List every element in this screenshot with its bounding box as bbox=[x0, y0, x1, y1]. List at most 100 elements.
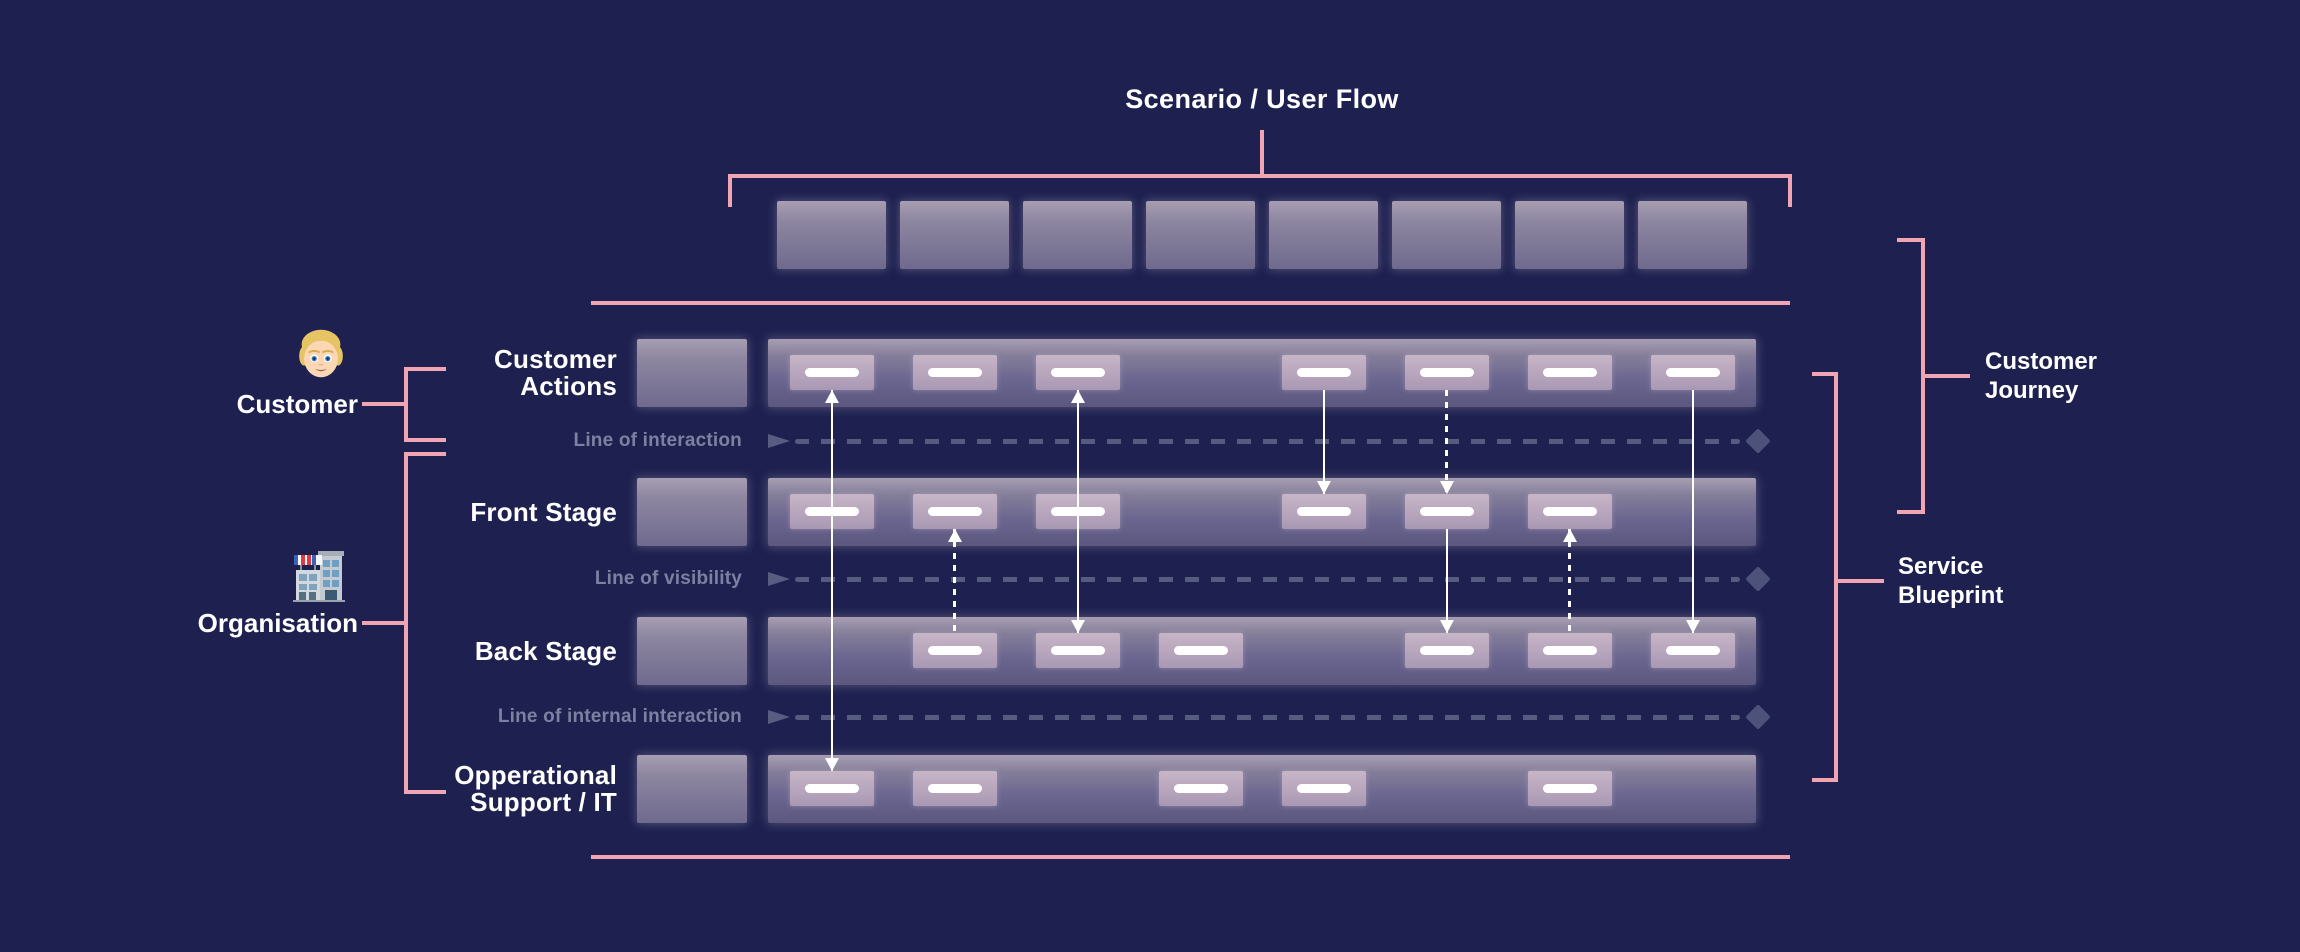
customer-journey-label: Customer Journey bbox=[1985, 348, 2098, 404]
customer-bracket-line bbox=[404, 367, 408, 442]
customer-bracket-bottom-tick bbox=[404, 438, 446, 442]
action-box bbox=[1405, 355, 1489, 390]
organisation-label-connector bbox=[362, 621, 408, 625]
line-of-interaction: Line of interaction bbox=[0, 428, 2300, 454]
connector-line bbox=[1568, 529, 1571, 633]
connector-arrowhead-up bbox=[1563, 529, 1577, 542]
dashed-line bbox=[795, 715, 1740, 720]
separator-label: Line of internal interaction bbox=[497, 706, 742, 727]
buildings-icon bbox=[288, 543, 352, 603]
user-flow-bracket-left-end bbox=[728, 174, 732, 207]
connector-line bbox=[953, 529, 956, 633]
flow-step-box bbox=[1023, 201, 1132, 269]
action-box bbox=[1528, 771, 1612, 806]
journey-bottom-line bbox=[591, 855, 1790, 859]
connector-arrowhead-down bbox=[1686, 620, 1700, 633]
action-box bbox=[1405, 633, 1489, 668]
box-text-placeholder bbox=[805, 784, 859, 793]
action-box bbox=[913, 633, 997, 668]
customer-journey-bracket-top-tick bbox=[1897, 238, 1925, 242]
line-of-visibility: Line of visibility bbox=[0, 566, 2300, 592]
play-arrow-icon bbox=[768, 434, 790, 448]
row-side-box bbox=[637, 339, 747, 407]
connector-line bbox=[1077, 390, 1079, 633]
action-box bbox=[790, 771, 874, 806]
action-box bbox=[1036, 633, 1120, 668]
action-box bbox=[1405, 494, 1489, 529]
flow-step-box bbox=[900, 201, 1009, 269]
customer-actor-label: Customer bbox=[236, 389, 358, 419]
dashed-line bbox=[795, 577, 1740, 582]
action-box bbox=[1282, 494, 1366, 529]
action-box bbox=[1282, 771, 1366, 806]
user-flow-bracket-right-end bbox=[1788, 174, 1792, 207]
connector-arrowhead-down bbox=[1317, 481, 1331, 494]
box-text-placeholder bbox=[928, 784, 982, 793]
action-box bbox=[1036, 355, 1120, 390]
connector-arrowhead-up bbox=[1071, 390, 1085, 403]
customer-bracket-top-tick bbox=[404, 367, 446, 371]
play-arrow-icon bbox=[768, 710, 790, 724]
row-operational-support: Opperational Support / IT bbox=[0, 755, 2300, 823]
flow-step-box bbox=[777, 201, 886, 269]
play-arrow-icon bbox=[768, 572, 790, 586]
blond-person-icon bbox=[290, 323, 352, 385]
row-back-stage: Back Stage bbox=[0, 617, 2300, 685]
connector-line bbox=[1446, 529, 1448, 633]
line-of-internal-interaction: Line of internal interaction bbox=[0, 704, 2300, 730]
connector-arrowhead-down bbox=[1071, 620, 1085, 633]
row-label-operational-support: Opperational Support / IT bbox=[454, 760, 617, 817]
separator-label: Line of interaction bbox=[573, 430, 742, 451]
service-blueprint-bracket-line bbox=[1834, 372, 1838, 782]
connector-arrowhead-up bbox=[948, 529, 962, 542]
row-band bbox=[768, 755, 1756, 823]
action-box bbox=[1528, 355, 1612, 390]
service-blueprint-label: Service Blueprint bbox=[1898, 553, 2004, 609]
row-label-customer-actions: Customer Actions bbox=[494, 344, 617, 401]
action-box bbox=[1159, 771, 1243, 806]
customer-journey-bracket-bottom-tick bbox=[1897, 510, 1925, 514]
separator-label: Line of visibility bbox=[594, 568, 742, 589]
box-text-placeholder bbox=[1543, 368, 1597, 377]
box-text-placeholder bbox=[1297, 784, 1351, 793]
box-text-placeholder bbox=[1543, 507, 1597, 516]
service-blueprint-bracket-bottom-tick bbox=[1812, 778, 1838, 782]
action-box bbox=[790, 355, 874, 390]
box-text-placeholder bbox=[1420, 368, 1474, 377]
action-box bbox=[913, 355, 997, 390]
row-side-box bbox=[637, 478, 747, 546]
box-text-placeholder bbox=[1420, 507, 1474, 516]
box-text-placeholder bbox=[805, 368, 859, 377]
box-text-placeholder bbox=[1051, 646, 1105, 655]
flow-step-box bbox=[1269, 201, 1378, 269]
service-blueprint-bracket-top-tick bbox=[1812, 372, 1838, 376]
row-side-box bbox=[637, 617, 747, 685]
box-text-placeholder bbox=[1666, 646, 1720, 655]
flow-step-box bbox=[1638, 201, 1747, 269]
action-box bbox=[1528, 633, 1612, 668]
box-text-placeholder bbox=[1297, 507, 1351, 516]
action-box bbox=[1528, 494, 1612, 529]
connector-arrowhead-down bbox=[1440, 620, 1454, 633]
action-box bbox=[1282, 355, 1366, 390]
action-box bbox=[913, 771, 997, 806]
action-box bbox=[1651, 633, 1735, 668]
box-text-placeholder bbox=[1666, 368, 1720, 377]
row-side-box bbox=[637, 755, 747, 823]
flow-step-box bbox=[1515, 201, 1624, 269]
organisation-actor-label: Organisation bbox=[197, 608, 358, 638]
journey-top-line bbox=[591, 301, 1790, 305]
row-label-back-stage: Back Stage bbox=[474, 635, 617, 666]
dashed-line bbox=[795, 439, 1740, 444]
box-text-placeholder bbox=[1174, 784, 1228, 793]
customer-label-connector bbox=[362, 402, 408, 406]
flow-step-box bbox=[1146, 201, 1255, 269]
connector-line bbox=[1323, 390, 1325, 494]
title-connector-line bbox=[1260, 130, 1264, 176]
box-text-placeholder bbox=[928, 368, 982, 377]
box-text-placeholder bbox=[928, 646, 982, 655]
box-text-placeholder bbox=[1543, 646, 1597, 655]
row-band bbox=[768, 339, 1756, 407]
